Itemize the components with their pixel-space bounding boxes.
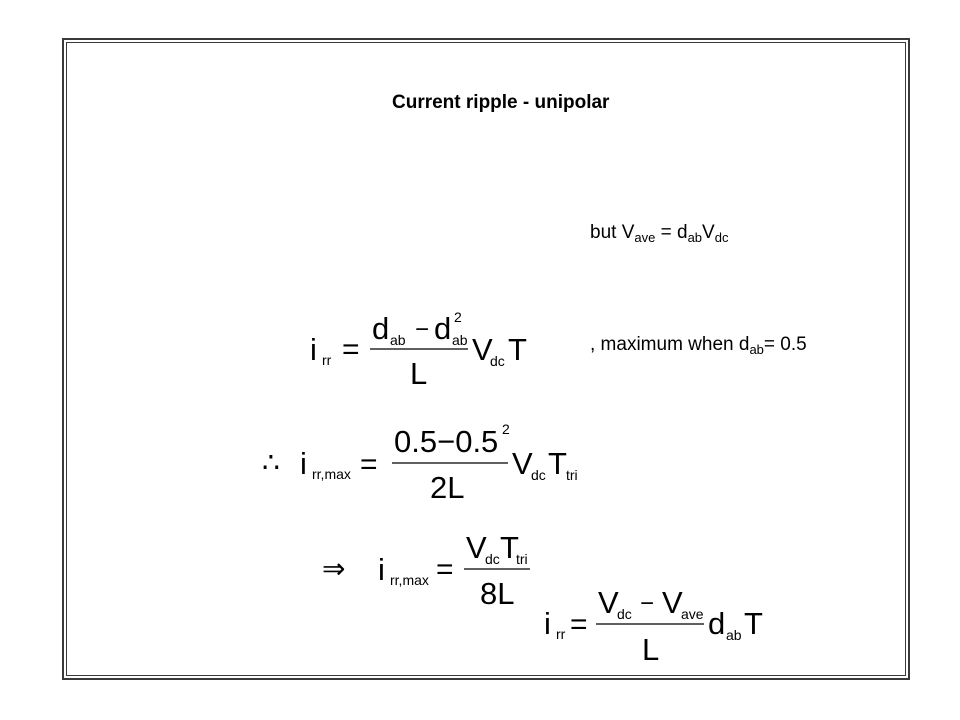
note-sub: ab bbox=[687, 230, 703, 245]
eq-lhs-sub: rr,max bbox=[312, 466, 351, 482]
note-but-vave: but Vave = dabVdc bbox=[590, 222, 728, 244]
eq-num-b: T bbox=[500, 530, 519, 565]
eq-factor: V bbox=[512, 446, 533, 481]
eq-num-a: V bbox=[466, 530, 487, 565]
eq-tail: T bbox=[744, 606, 763, 641]
eq-equals: = bbox=[570, 608, 588, 641]
eq-num-b-sub: tri bbox=[516, 551, 528, 567]
equation-svg: i rr = V dc − V ave L d ab T bbox=[544, 585, 763, 667]
eq-lhs: i bbox=[310, 332, 317, 367]
implies-icon: ⇒ bbox=[322, 553, 345, 584]
note-sub: ab bbox=[749, 342, 764, 357]
eq-num-b-sup: 2 bbox=[454, 309, 462, 325]
eq-minus: − bbox=[640, 590, 654, 617]
note-text: but V bbox=[590, 222, 635, 243]
eq-num-sup: 2 bbox=[502, 421, 510, 437]
equation-irr-vdc-vave: i rr = V dc − V ave L d ab T bbox=[540, 578, 776, 675]
eq-num-a-sub: ab bbox=[390, 332, 406, 348]
eq-lhs-sub: rr bbox=[556, 626, 566, 642]
eq-num-b-sub: ab bbox=[452, 332, 468, 348]
equation-svg: i rr = d ab − d ab 2 L V dc T bbox=[310, 309, 527, 391]
eq-den: L bbox=[410, 356, 427, 391]
eq-num-a-sub: dc bbox=[617, 606, 632, 622]
slide-frame-inner bbox=[66, 42, 906, 676]
eq-factor: V bbox=[472, 332, 493, 367]
eq-lhs: i bbox=[300, 446, 307, 481]
eq-num: 0.5−0.5 bbox=[394, 424, 498, 459]
equation-irr-max-05: ∴ i rr,max = 0.5−0.5 2 2L V dc T tri bbox=[258, 412, 592, 517]
eq-num-b: d bbox=[434, 311, 451, 346]
eq-lhs: i bbox=[544, 606, 551, 641]
note-text: = 0.5 bbox=[763, 334, 807, 355]
eq-factor-sub: ab bbox=[726, 627, 742, 643]
note-sub: ave bbox=[634, 230, 656, 245]
eq-den: 2L bbox=[430, 470, 464, 505]
eq-num-a-sub: dc bbox=[485, 551, 500, 567]
eq-tail: T bbox=[508, 332, 527, 367]
eq-den: 8L bbox=[480, 576, 514, 611]
eq-tail-sub: tri bbox=[566, 467, 578, 483]
eq-equals: = bbox=[360, 448, 378, 481]
note-sub: dc bbox=[714, 230, 729, 245]
slide-frame-outer bbox=[62, 38, 910, 680]
therefore-icon: ∴ bbox=[262, 447, 280, 478]
equation-svg: ∴ i rr,max = 0.5−0.5 2 2L V dc T tri bbox=[262, 421, 578, 505]
eq-num-a: V bbox=[598, 585, 619, 620]
eq-equals: = bbox=[436, 553, 454, 586]
eq-equals: = bbox=[342, 333, 360, 366]
eq-tail: T bbox=[548, 446, 567, 481]
eq-lhs-sub: rr bbox=[322, 352, 332, 368]
equation-irr-max-8l: ⇒ i rr,max = V dc T tri 8L bbox=[320, 524, 532, 629]
eq-num-b-sub: ave bbox=[681, 606, 704, 622]
slide-title: Current ripple - unipolar bbox=[392, 92, 610, 113]
note-text: , maximum when d bbox=[590, 334, 750, 355]
eq-num-a: d bbox=[372, 311, 389, 346]
eq-factor: d bbox=[708, 606, 725, 641]
equation-irr-dab: i rr = d ab − d ab 2 L V dc T bbox=[306, 300, 542, 405]
note-maximum: , maximum when dab= 0.5 bbox=[590, 334, 807, 356]
eq-factor-sub: dc bbox=[531, 467, 546, 483]
eq-num-b: V bbox=[662, 585, 683, 620]
note-text: = d bbox=[655, 222, 688, 243]
eq-factor-sub: dc bbox=[490, 353, 505, 369]
eq-minus: − bbox=[415, 316, 429, 343]
eq-den: L bbox=[642, 632, 659, 667]
equation-svg: ⇒ i rr,max = V dc T tri 8L bbox=[322, 530, 530, 611]
eq-lhs-sub: rr,max bbox=[390, 572, 429, 588]
note-text: V bbox=[702, 222, 715, 243]
eq-lhs: i bbox=[378, 552, 385, 587]
